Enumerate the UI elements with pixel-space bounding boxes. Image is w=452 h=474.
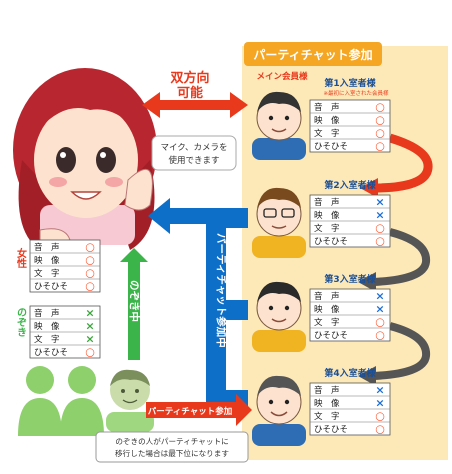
female-table: 女性音 声 ○ 映 像 ○ 文 字 ○ ひそひそ ○ bbox=[15, 239, 101, 293]
peeker-joining-avatar bbox=[106, 369, 154, 432]
peeker-table: のぞき音 声 × 映 像 × 文 字 × ひそひそ ○ bbox=[15, 305, 101, 359]
unavailable-mark: × bbox=[85, 307, 94, 320]
party-chat-arrow bbox=[148, 198, 248, 410]
capability-label: 音 声 bbox=[314, 385, 340, 396]
unavailable-mark: × bbox=[375, 209, 384, 222]
entrant-3-title: 第3入室者様 bbox=[324, 273, 376, 285]
unavailable-mark: × bbox=[85, 320, 94, 333]
entrant-1-note: ※最初に入室された会員様 bbox=[323, 89, 389, 97]
peeking-arrow-label: のぞき中 bbox=[128, 280, 141, 322]
entrant-3-avatar bbox=[252, 281, 306, 352]
unavailable-mark: × bbox=[375, 384, 384, 397]
bidirectional-arrow bbox=[142, 92, 248, 118]
available-mark: ○ bbox=[375, 101, 385, 114]
capability-label: 音 声 bbox=[314, 291, 340, 302]
capability-label: 映 像 bbox=[314, 115, 340, 126]
available-mark: ○ bbox=[375, 329, 385, 342]
available-mark: ○ bbox=[375, 140, 385, 153]
entrant-1-avatar bbox=[252, 91, 306, 160]
available-mark: ○ bbox=[375, 316, 385, 329]
capability-label: ひそひそ bbox=[314, 425, 348, 435]
mic-camera-note-line1: マイク、カメラを bbox=[160, 143, 227, 153]
capability-label: 文 字 bbox=[314, 411, 340, 422]
capability-label: ひそひそ bbox=[314, 237, 348, 247]
join-arrow-label: パーティチャット参加 bbox=[148, 406, 232, 417]
curved-arrow-gray-1 bbox=[371, 228, 431, 286]
peeker-title: のぞき bbox=[15, 307, 27, 337]
available-mark: ○ bbox=[85, 267, 95, 280]
capability-label: ひそひそ bbox=[34, 348, 68, 358]
capability-label: 文 字 bbox=[314, 317, 340, 328]
capability-label: 映 像 bbox=[34, 321, 60, 332]
bottom-note-line2: 移行した場合は最下位になります bbox=[115, 448, 229, 458]
peeker-silhouettes bbox=[18, 366, 104, 436]
capability-label: 文 字 bbox=[34, 268, 60, 279]
available-mark: ○ bbox=[375, 222, 385, 235]
curved-arrow-red bbox=[373, 133, 433, 193]
panel-title-badge bbox=[244, 42, 382, 66]
peeking-arrow bbox=[120, 248, 148, 360]
join-arrow bbox=[146, 394, 252, 426]
capability-label: ひそひそ bbox=[314, 142, 348, 152]
unavailable-mark: × bbox=[85, 333, 94, 346]
available-mark: ○ bbox=[375, 410, 385, 423]
female-character bbox=[13, 68, 157, 250]
mic-camera-note-line2: 使用できます bbox=[168, 155, 219, 166]
capability-label: 音 声 bbox=[314, 197, 340, 208]
capability-label: 音 声 bbox=[34, 242, 60, 253]
available-mark: ○ bbox=[375, 423, 385, 436]
panel-title: パーティチャット参加 bbox=[253, 47, 372, 62]
entrant-2-title: 第2入室者様 bbox=[324, 179, 376, 191]
bottom-note-box bbox=[95, 431, 249, 463]
capability-label: ひそひそ bbox=[314, 331, 348, 341]
available-mark: ○ bbox=[85, 280, 95, 293]
entrant-1-title: 第1入室者様 bbox=[324, 77, 376, 89]
entrant-4-title: 第4入室者様 bbox=[324, 367, 376, 379]
mic-camera-note-bubble bbox=[151, 135, 237, 171]
party-chat-arrow-label: パーティチャット参加中 bbox=[215, 233, 228, 348]
capability-label: ひそひそ bbox=[34, 282, 68, 292]
available-mark: ○ bbox=[85, 346, 95, 359]
capability-label: 映 像 bbox=[34, 255, 60, 266]
available-mark: ○ bbox=[375, 127, 385, 140]
unavailable-mark: × bbox=[375, 196, 384, 209]
capability-label: 映 像 bbox=[314, 304, 340, 315]
capability-label: 文 字 bbox=[314, 223, 340, 234]
available-mark: ○ bbox=[85, 241, 95, 254]
capability-label: 音 声 bbox=[314, 102, 340, 113]
female-title: 女性 bbox=[15, 247, 28, 269]
curved-arrow-gray-2 bbox=[371, 322, 431, 380]
bidirectional-label-line1: 双方向 bbox=[170, 70, 209, 86]
bottom-note-line1: のぞきの人がパーティチャットに bbox=[115, 436, 228, 446]
unavailable-mark: × bbox=[375, 303, 384, 316]
capability-label: 文 字 bbox=[314, 128, 340, 139]
bidirectional-label-line2: 可能 bbox=[177, 85, 203, 101]
curved-arrow-red-head bbox=[360, 178, 378, 198]
entrant-4-avatar bbox=[252, 375, 306, 446]
unavailable-mark: × bbox=[375, 290, 384, 303]
available-mark: ○ bbox=[375, 235, 385, 248]
unavailable-mark: × bbox=[375, 397, 384, 410]
available-mark: ○ bbox=[85, 254, 95, 267]
entrant-2-avatar bbox=[252, 187, 306, 258]
capability-label: 映 像 bbox=[314, 398, 340, 409]
main-member-label: メイン会員様 bbox=[256, 71, 308, 82]
available-mark: ○ bbox=[375, 114, 385, 127]
capability-label: 文 字 bbox=[34, 334, 60, 345]
capability-label: 音 声 bbox=[34, 308, 60, 319]
capability-label: 映 像 bbox=[314, 210, 340, 221]
